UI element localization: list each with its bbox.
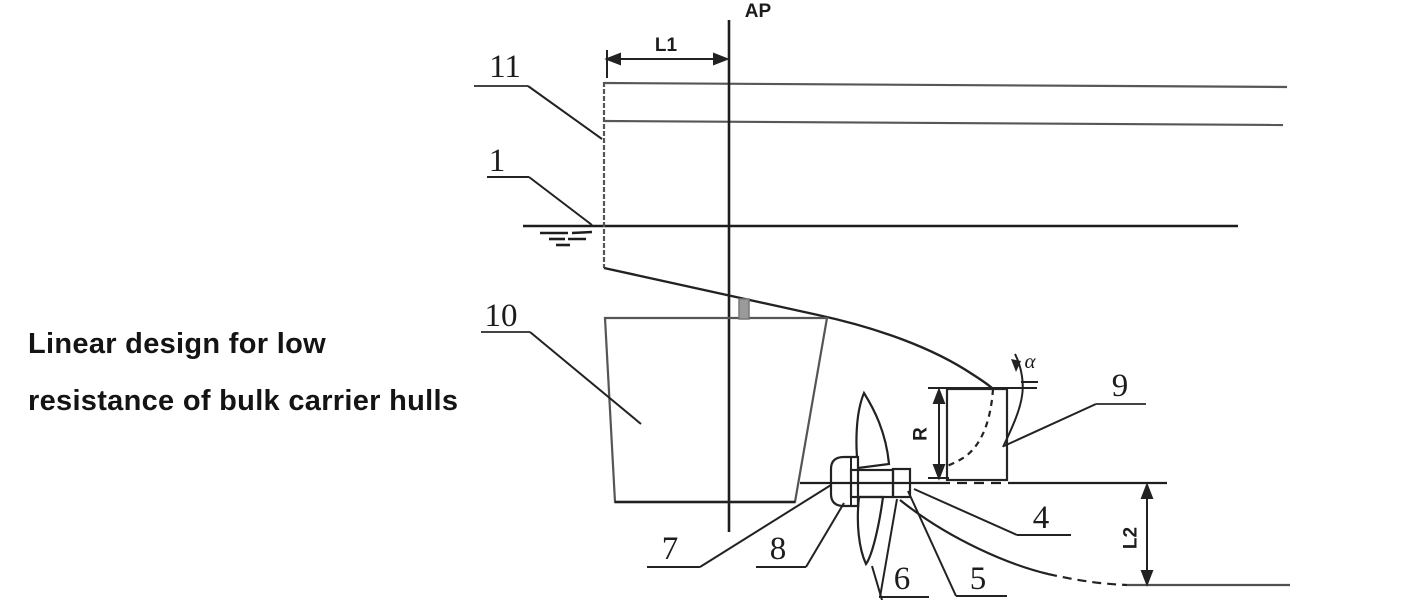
- water-surface-symbol: [540, 230, 593, 247]
- caption-line-2: resistance of bulk carrier hulls: [28, 385, 459, 417]
- leader-11: [474, 85, 603, 140]
- propeller-blade-lower: [856, 495, 885, 567]
- rudder-outline: [945, 387, 1009, 482]
- propeller: [829, 390, 912, 600]
- propeller-cap: [829, 455, 860, 508]
- alpha-arrowhead: [1011, 359, 1021, 372]
- leader-8: [756, 502, 845, 568]
- dimension-r-group: [928, 387, 949, 481]
- stern-frame-curve: [1002, 353, 1024, 448]
- callout-1: 1: [488, 143, 506, 179]
- leader-1: [487, 176, 593, 226]
- stern-sweep: [899, 499, 1128, 587]
- ap-label: AP: [744, 1, 772, 22]
- leader-10: [481, 331, 642, 425]
- hatch-mark: [738, 298, 750, 320]
- waterline-group: [523, 224, 1238, 247]
- leader-9: [1003, 403, 1146, 447]
- r-label: R: [910, 427, 932, 441]
- leader-7: [647, 484, 832, 568]
- rudder: [945, 387, 1009, 482]
- callout-leaders: [474, 85, 1146, 598]
- r-arrow-down: [932, 464, 946, 481]
- skeg: [603, 298, 829, 504]
- stern-frame-alpha-group: [928, 353, 1038, 448]
- callout-8: 8: [769, 531, 787, 567]
- r-arrow-up: [932, 387, 946, 404]
- stern-counter-curve: [603, 266, 994, 390]
- l2-label: L2: [1120, 526, 1142, 550]
- callout-11: 11: [489, 49, 521, 85]
- leader-6: [879, 498, 929, 598]
- skeg-outline: [603, 316, 829, 504]
- dimension-l1-group: [604, 50, 730, 78]
- callout-4: 4: [1032, 500, 1050, 536]
- deck-lines: [603, 81, 1288, 127]
- l1-arrow-right: [713, 52, 730, 66]
- l2-arrow-up: [1140, 482, 1154, 499]
- l1-arrow-left: [604, 52, 621, 66]
- l1-label: L1: [654, 35, 678, 56]
- callout-5: 5: [969, 561, 987, 597]
- propeller-disc-arc: [946, 388, 995, 468]
- callout-10: 10: [484, 298, 518, 334]
- hull-profile: [602, 82, 994, 390]
- callout-6: 6: [893, 561, 911, 597]
- callout-9: 9: [1111, 368, 1129, 404]
- propeller-blade-upper: [855, 390, 891, 470]
- caption-line-1: Linear design for low: [28, 328, 326, 360]
- leader-4: [913, 488, 1071, 536]
- leader-5: [907, 490, 1007, 597]
- l2-arrow-down: [1140, 570, 1154, 587]
- deck-line-upper: [603, 81, 1288, 89]
- callout-7: 7: [661, 531, 679, 567]
- dimension-l2-group: [1140, 482, 1154, 587]
- alpha-label: α: [1024, 349, 1036, 373]
- deck-line-lower: [603, 119, 1284, 127]
